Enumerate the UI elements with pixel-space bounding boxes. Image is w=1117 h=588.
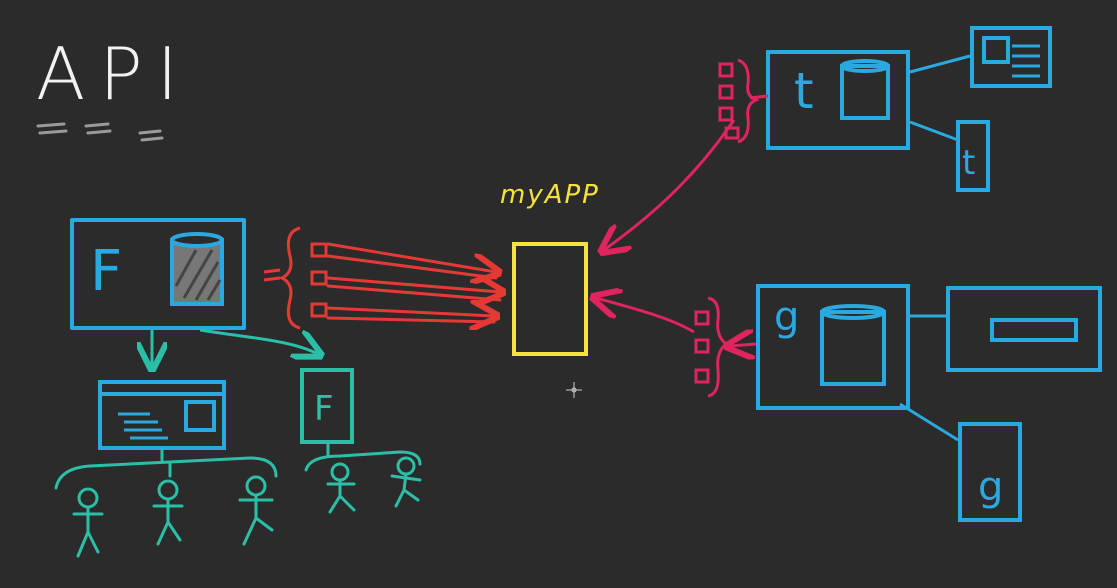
google-connector-arrow: [730, 344, 757, 346]
twitter-letter: t: [794, 62, 814, 120]
google-profile-box: [958, 422, 1022, 522]
facebook-api-arrows: [326, 242, 500, 322]
facebook-profile-letter: F: [314, 389, 334, 429]
twitter-server: [766, 50, 910, 150]
google-database-icon: [820, 304, 886, 386]
user-icon: [238, 475, 274, 546]
twitter-database-icon: [840, 59, 890, 120]
google-server: [756, 284, 910, 410]
user-tree-left: [54, 448, 278, 490]
title-underline: [36, 122, 164, 142]
cursor-crosshair-icon: [566, 382, 582, 398]
google-page-window: [946, 286, 1102, 372]
page-title: API: [36, 32, 192, 116]
twitter-profile-box: [956, 120, 990, 192]
user-icon: [72, 487, 104, 558]
google-letter: g: [774, 294, 799, 340]
user-icon: [390, 456, 422, 508]
google-connector-lines: [899, 314, 959, 442]
twitter-connector-lines: [909, 54, 971, 142]
facebook-profile-box: [300, 368, 354, 444]
facebook-database-icon: [170, 232, 224, 306]
myapp-box: [512, 242, 588, 356]
google-profile-letter: g: [978, 464, 1003, 510]
facebook-api-endpoints: [263, 226, 328, 330]
user-icon: [326, 462, 356, 514]
twitter-api-arrow: [604, 119, 736, 250]
user-icon: [152, 479, 184, 546]
google-api-endpoints: [694, 296, 729, 398]
facebook-connector-lines: [152, 328, 318, 366]
user-tree-right: [304, 442, 422, 472]
myapp-label: myAPP: [500, 180, 600, 210]
facebook-letter: F: [90, 239, 122, 304]
google-api-arrow: [596, 298, 695, 334]
twitter-profile-letter: t: [962, 143, 975, 183]
facebook-server: [70, 218, 246, 330]
facebook-page-window: [98, 380, 226, 450]
twitter-page-window: [970, 26, 1052, 88]
